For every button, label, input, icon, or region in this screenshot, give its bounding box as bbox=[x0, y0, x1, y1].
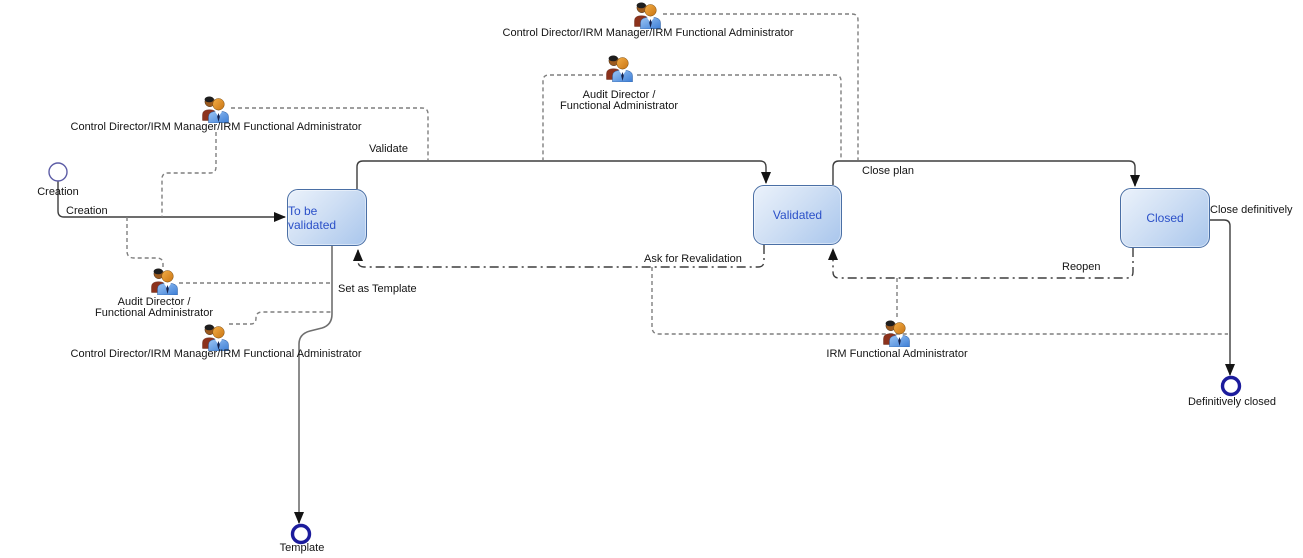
transition-set-as-template-label: Set as Template bbox=[338, 283, 417, 295]
transition-reopen-label: Reopen bbox=[1062, 261, 1101, 273]
role-link-left-control-creation bbox=[161, 132, 217, 217]
actor-label-irm: IRM Functional Administrator bbox=[826, 348, 968, 360]
transition-set-as-template-line bbox=[294, 246, 333, 524]
role-link-bottom-control-set-as-template bbox=[229, 311, 331, 325]
actor-label-bottom-control: Control Director/IRM Manager/IRM Functio… bbox=[70, 348, 362, 360]
transition-close-definitively-label: Close definitively bbox=[1210, 204, 1293, 216]
end-event-definitively-closed-circle[interactable] bbox=[1220, 375, 1242, 397]
start-event-creation-label: Creation bbox=[37, 186, 79, 198]
transition-validate-line bbox=[356, 160, 771, 189]
actor-label-line: Audit Director / bbox=[117, 296, 191, 308]
person-icon[interactable] bbox=[606, 55, 633, 83]
state-closed[interactable]: Closed bbox=[1120, 188, 1210, 248]
start-event-creation-circle[interactable] bbox=[48, 162, 68, 182]
transition-creation-label: Creation bbox=[66, 205, 108, 217]
transition-close-plan-line bbox=[832, 160, 1140, 187]
actor-label-left-control: Control Director/IRM Manager/IRM Functio… bbox=[70, 121, 362, 133]
actor-label-top-control: Control Director/IRM Manager/IRM Functio… bbox=[502, 27, 794, 39]
transition-validate-label: Validate bbox=[369, 143, 408, 155]
role-link-left-audit-creation bbox=[126, 217, 164, 268]
actor-label-top-audit: Audit Director / Functional Administrato… bbox=[560, 90, 678, 112]
transition-close-definitively-line bbox=[1210, 219, 1235, 376]
role-link-top-control-close-plan bbox=[663, 13, 859, 160]
actor-label-left-audit: Audit Director / Functional Administrato… bbox=[95, 297, 213, 319]
end-event-template-circle[interactable] bbox=[290, 523, 312, 545]
transition-reopen-line bbox=[828, 248, 1134, 279]
transition-ask-for-revalidation-line bbox=[353, 245, 765, 268]
role-link-top-audit-close-plan bbox=[637, 74, 842, 160]
role-link-top-audit-validate bbox=[542, 74, 603, 160]
person-icon[interactable] bbox=[151, 268, 178, 296]
state-validated[interactable]: Validated bbox=[753, 185, 842, 245]
actor-label-line: Audit Director / bbox=[582, 89, 656, 101]
state-to-be-validated[interactable]: To be validated bbox=[287, 189, 367, 246]
actor-label-line: Functional Administrator bbox=[95, 307, 213, 319]
end-event-definitively-closed-label: Definitively closed bbox=[1187, 396, 1277, 408]
role-link-left-control-validate bbox=[231, 107, 429, 160]
transition-ask-for-revalidation-label: Ask for Revalidation bbox=[644, 253, 742, 265]
transition-creation-line bbox=[57, 181, 286, 222]
transition-close-plan-label: Close plan bbox=[862, 165, 914, 177]
role-link-irm-network bbox=[651, 267, 1228, 335]
end-event-template-label: Template bbox=[279, 542, 325, 554]
person-icon[interactable] bbox=[634, 2, 661, 30]
actor-label-line: Functional Administrator bbox=[560, 100, 678, 112]
person-icon[interactable] bbox=[202, 96, 229, 124]
